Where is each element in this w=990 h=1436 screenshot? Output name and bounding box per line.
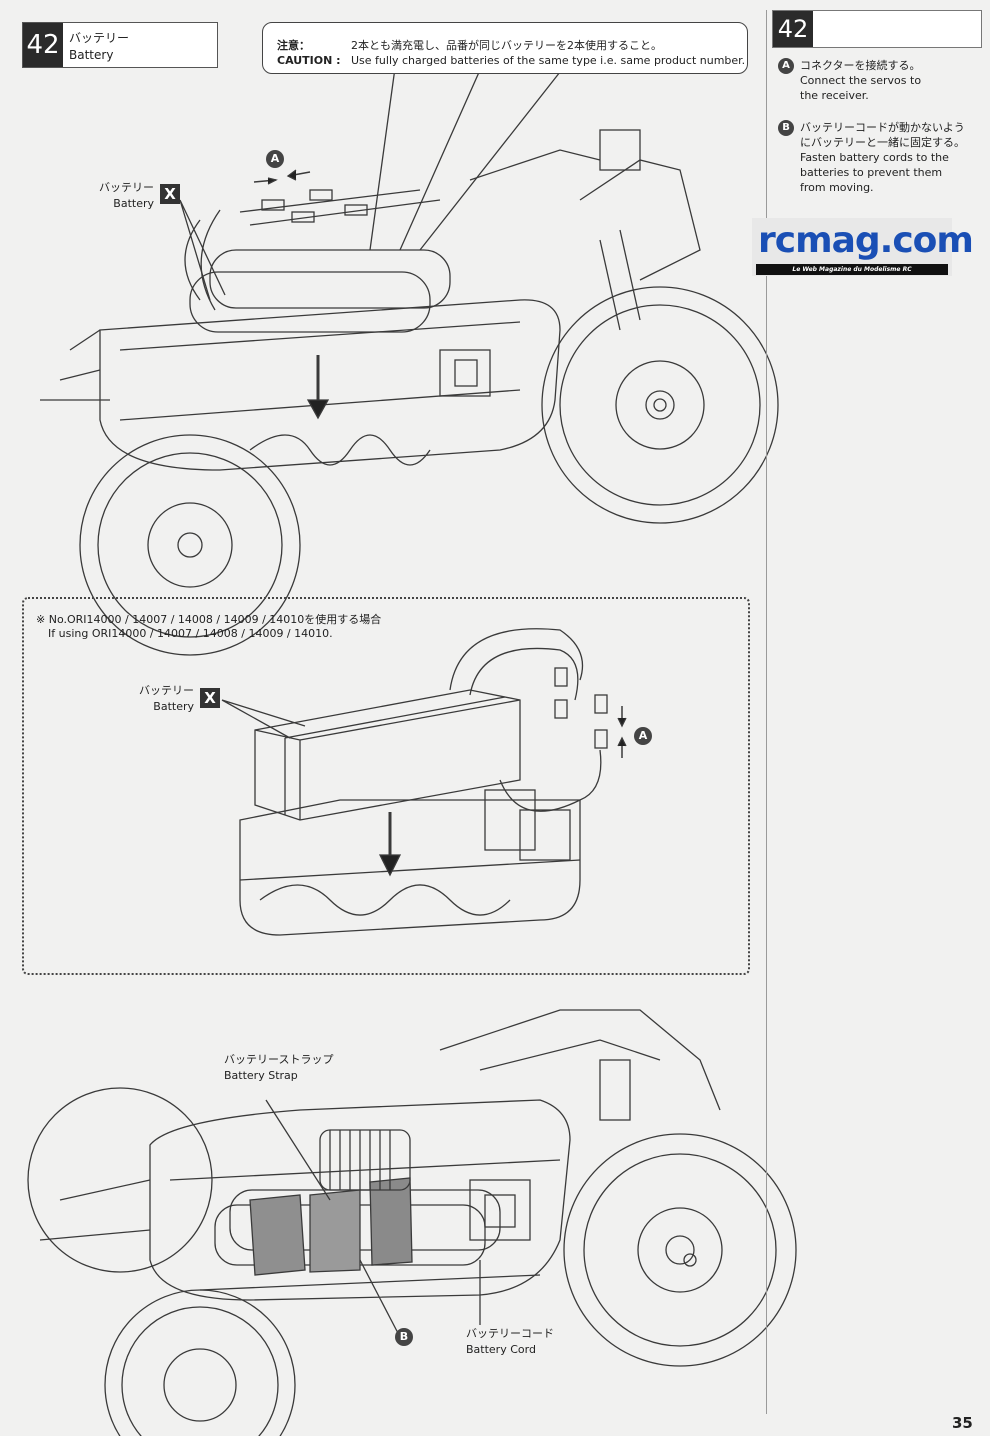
- fig3-strap-label: バッテリーストラップ Battery Strap: [224, 1052, 333, 1084]
- sidebar-a-en: Connect the servos to the receiver.: [800, 74, 922, 102]
- figure-2-chassis: [221, 628, 627, 936]
- page-number: 35: [952, 1414, 973, 1432]
- logo-wordmark: rcmag.com: [758, 220, 974, 261]
- step-number: 42: [23, 23, 63, 67]
- fig3-strap-en: Battery Strap: [224, 1069, 298, 1082]
- caution-text-en: Use fully charged batteries of the same …: [351, 54, 746, 67]
- fig1-battery-jp: バッテリー: [99, 181, 154, 194]
- step-title-en: Battery: [69, 48, 114, 62]
- sidebar-b-jp: バッテリーコードが動かないようにバッテリーと一緒に固定する。: [800, 121, 965, 149]
- fig2-part-x-marker: X: [200, 688, 220, 708]
- alternate-battery-box: [22, 597, 750, 975]
- fig3-cord-en: Battery Cord: [466, 1343, 536, 1356]
- step-title-jp: バッテリー: [69, 31, 130, 45]
- sidebar-step-number: 42: [773, 11, 813, 47]
- figure-3-chassis: [27, 1009, 797, 1436]
- sidebar-header: 42: [772, 10, 982, 48]
- fig3-strap-jp: バッテリーストラップ: [224, 1053, 334, 1066]
- fig2-step-a-marker: A: [634, 727, 652, 745]
- fig2-battery-label: バッテリー Battery: [110, 683, 194, 715]
- step-header: 42 バッテリー Battery: [22, 22, 218, 68]
- fig2-battery-en: Battery: [153, 700, 194, 713]
- fig2-battery-jp: バッテリー: [139, 684, 194, 697]
- sidebar-a-marker: A: [778, 58, 794, 74]
- sidebar-b-en: Fasten battery cords to the batteries to…: [800, 151, 949, 194]
- sidebar-item-a: A コネクターを接続する。 Connect the servos to the …: [778, 58, 978, 118]
- caution-label-en: CAUTION :: [277, 54, 341, 67]
- fig1-battery-label: バッテリー Battery: [70, 180, 154, 212]
- sidebar-b-marker: B: [778, 120, 794, 136]
- caution-box: 注意： CAUTION : 2本とも満充電し、品番が同じバッテリーを2本使用する…: [262, 22, 748, 74]
- rcmag-logo: rcmag.com Le Web Magazine du Modelisme R…: [752, 218, 974, 276]
- caution-label-jp: 注意：: [277, 39, 310, 52]
- fig1-part-x-marker: X: [160, 184, 180, 204]
- sidebar-item-b: B バッテリーコードが動かないようにバッテリーと一緒に固定する。 Fasten …: [778, 120, 978, 220]
- main-content-frame: [14, 10, 767, 1414]
- caution-text-jp: 2本とも満充電し、品番が同じバッテリーを2本使用すること。: [351, 39, 662, 52]
- fig3-step-b-marker: B: [395, 1328, 413, 1346]
- fig3-cord-label: バッテリーコード Battery Cord: [466, 1326, 554, 1358]
- fig2-note-en: If using ORI14000 / 14007 / 14008 / 1400…: [48, 627, 333, 640]
- figure-1-chassis: [40, 67, 779, 656]
- sidebar-a-jp: コネクターを接続する。: [800, 59, 921, 72]
- fig3-cord-jp: バッテリーコード: [466, 1327, 554, 1340]
- logo-tagline: Le Web Magazine du Modelisme RC: [756, 264, 948, 275]
- fig1-step-a-marker: A: [266, 150, 284, 168]
- fig1-battery-en: Battery: [113, 197, 154, 210]
- fig2-note-jp: ※ No.ORI14000 / 14007 / 14008 / 14009 / …: [36, 613, 382, 626]
- instruction-sidebar: 42 A コネクターを接続する。 Connect the servos to t…: [772, 10, 982, 1414]
